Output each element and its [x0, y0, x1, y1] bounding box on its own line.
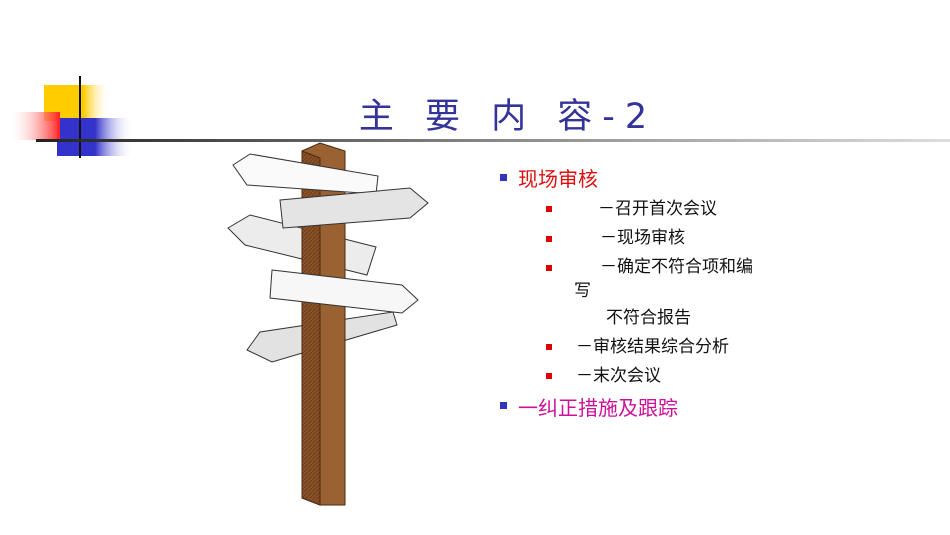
sub-item: －现场审核 — [600, 228, 685, 248]
sub-bullet-icon — [546, 265, 552, 271]
sub-item: －召开首次会议 — [598, 199, 717, 219]
bullet-icon — [500, 174, 507, 181]
bullet-corrective-action: 一纠正措施及跟踪 — [518, 396, 678, 420]
sub-bullet-icon — [546, 373, 552, 379]
slide-title: 主 要 内 容-2 — [358, 97, 658, 137]
sub-item: 写 — [574, 281, 591, 301]
logo-blocks — [12, 76, 133, 158]
bullet-onsite-audit: 现场审核 — [518, 167, 598, 191]
sub-item: －末次会议 — [576, 366, 661, 386]
sub-item: －确定不符合项和编 — [600, 257, 753, 277]
sub-bullet-icon — [546, 206, 552, 212]
bullet-icon — [500, 402, 507, 409]
sub-item: －审核结果综合分析 — [576, 337, 729, 357]
sub-bullet-icon — [546, 344, 552, 350]
title-underline — [36, 139, 950, 142]
signpost-illustration — [227, 142, 429, 506]
sub-bullet-icon — [546, 236, 552, 242]
sub-item: 不符合报告 — [606, 308, 691, 328]
